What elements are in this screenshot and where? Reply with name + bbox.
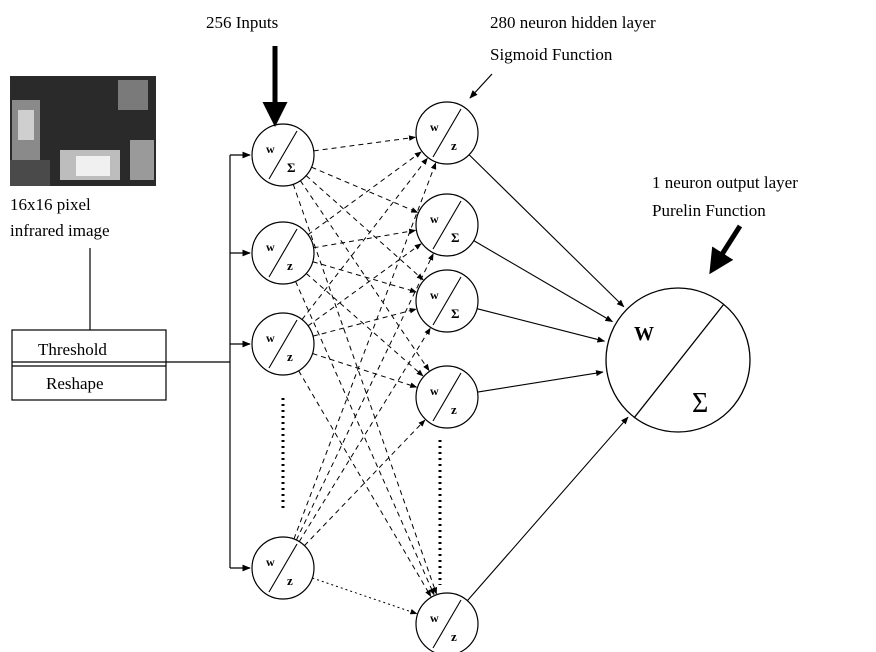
connection-in4-hid3 [298,327,431,542]
input-neuron-2-sum-symbol: z [287,258,293,273]
connection-in3-hid5 [298,370,432,597]
connection-hid5-out [466,416,629,602]
input-neuron-1-weight-symbol: w [266,142,275,156]
hidden-neuron-4: wz [415,365,479,429]
reshape-label: Reshape [46,374,104,393]
input-neuron-1-sum-symbol: Σ [287,160,296,175]
hidden-neuron-2-sum-symbol: Σ [451,230,460,245]
connection-in1-hid4 [299,180,430,372]
connection-in1-hid3 [305,175,424,281]
hidden-neuron-1-sum-symbol: z [451,138,457,153]
hidden-neuron-5-weight-symbol: w [430,611,439,625]
input-neuron-3-weight-symbol: w [266,331,275,345]
preprocess-box: Threshold Reshape [11,329,167,401]
hidden-neuron-5-sum-symbol: z [451,629,457,644]
input-neuron-4-sum-symbol: z [287,573,293,588]
hidden-output-connections [466,154,629,602]
connection-in2-hid1 [307,151,422,236]
output-layer-label-line2: Purelin Function [652,201,766,220]
connection-in4-hid2 [295,253,434,541]
hidden-layer-arrow [469,73,493,99]
hidden-layer-label-line2: Sigmoid Function [490,45,613,64]
connection-hid4-out [477,370,604,393]
output-neuron: W Σ [605,287,751,433]
connection-in4-hid5 [312,577,418,615]
infrared-image [10,76,156,186]
connection-in4-hid4 [304,419,426,546]
connection-hid3-out [476,308,606,343]
threshold-label: Threshold [38,340,107,359]
connection-in2-hid5 [295,281,435,596]
input-neuron-2-weight-symbol: w [266,240,275,254]
hidden-neuron-3-weight-symbol: w [430,288,439,302]
input-neuron-4-weight-symbol: w [266,555,275,569]
image-caption-line1: 16x16 pixel [10,195,91,214]
connection-in3-hid3 [312,308,417,337]
connection-in1-hid5 [292,184,438,595]
inputs-label: 256 Inputs [206,13,278,32]
connection-in1-hid1 [313,135,416,152]
connection-in4-hid1 [293,162,437,540]
output-layer-arrow [709,224,743,275]
hidden-neuron-4-sum-symbol: z [451,402,457,417]
input-neuron-3: wz [251,312,315,376]
input-neuron-4: wz [251,536,315,600]
input-neuron-2: wz [251,221,315,285]
connection-hid2-out [473,240,614,323]
hidden-layer-label-line1: 280 neuron hidden layer [490,13,656,32]
connection-in3-hid4 [312,353,418,388]
image-caption-line2: infrared image [10,221,110,240]
hidden-neuron-1-weight-symbol: w [430,120,439,134]
hidden-neuron-5: wz [415,592,479,652]
connection-in2-hid4 [305,273,424,377]
connection-hid1-out [468,154,625,308]
connection-in1-hid2 [311,166,419,213]
input-hidden-connections [292,135,438,615]
output-layer-label-line1: 1 neuron output layer [652,173,798,192]
input-neuron-3-sum-symbol: z [287,349,293,364]
input-neuron-1: wΣ [251,123,315,187]
hidden-neuron-4-weight-symbol: w [430,384,439,398]
output-weight-symbol: W [634,323,654,345]
hidden-neuron-3-sum-symbol: Σ [451,306,460,321]
connection-in3-hid1 [301,157,428,320]
hidden-neuron-3: wΣ [415,269,479,333]
output-sum-symbol: Σ [692,388,708,419]
connection-in2-hid3 [312,261,417,293]
hidden-neuron-1: wz [415,101,479,165]
hidden-neuron-2: wΣ [415,193,479,257]
input-bus [229,151,251,572]
connection-in3-hid2 [307,243,422,327]
hidden-neuron-2-weight-symbol: w [430,212,439,226]
